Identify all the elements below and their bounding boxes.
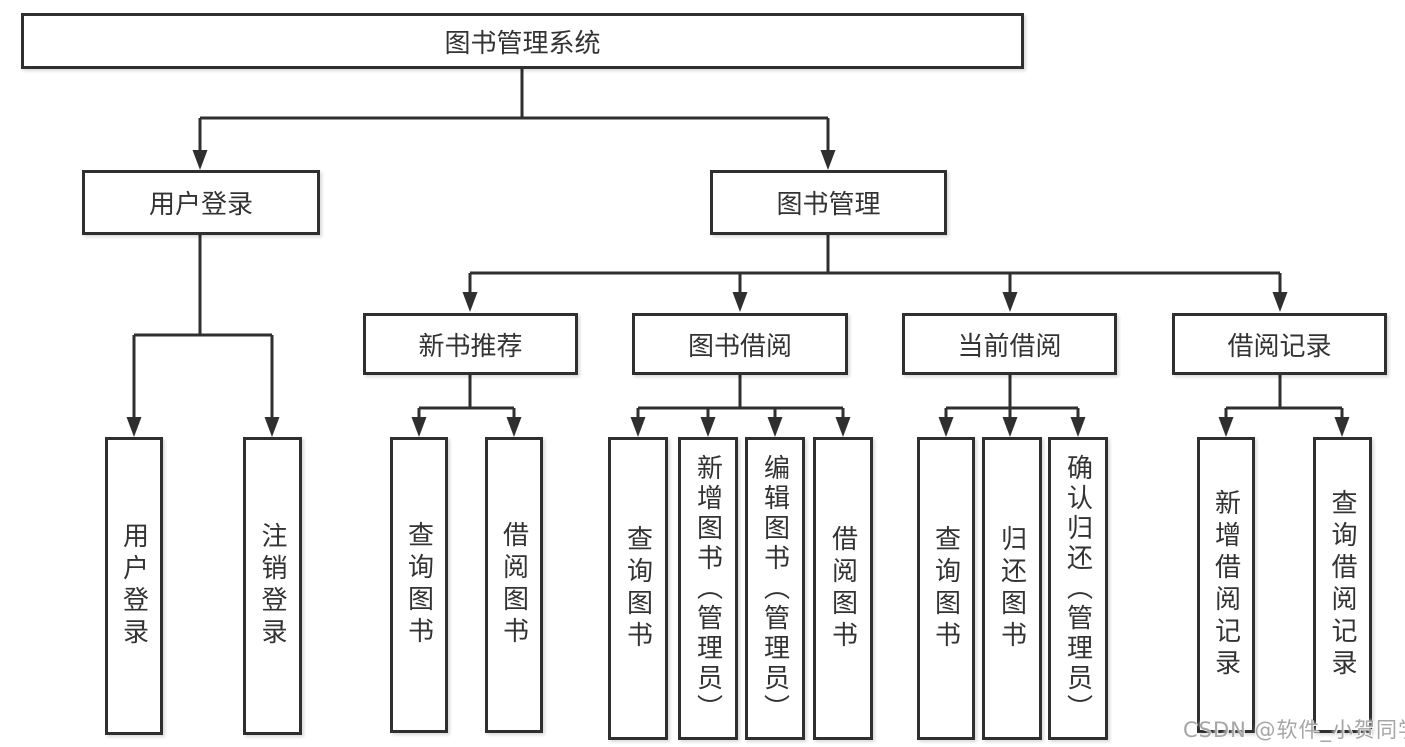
connector-new-book-children [411,375,522,437]
leaf-add-borrow-record-label: 新增借阅记录 [1210,489,1241,681]
leaf-query-borrow-record: 查询借阅记录 [1313,437,1372,733]
leaf-add-borrow-record: 新增借阅记录 [1197,437,1255,733]
connector-user-login-children [126,235,280,437]
node-borrow-records-label: 借阅记录 [1227,331,1332,362]
leaf-borrow-book: 借阅图书 [813,437,873,740]
node-library-system-label: 图书管理系统 [444,28,601,59]
node-current-borrow: 当前借阅 [902,313,1117,375]
node-library-system: 图书管理系统 [21,13,1024,69]
leaf-user-login-label: 用户登录 [118,522,149,650]
leaf-borrow-edit-book: 编辑图书（管理员） [745,437,805,740]
leaf-user-login: 用户登录 [105,437,163,735]
leaf-logout-label: 注销登录 [257,522,287,650]
leaf-borrow-query-label: 查询图书 [622,524,653,653]
leaf-newbook-query-label: 查询图书 [403,521,434,649]
node-book-borrow-label: 图书借阅 [687,331,792,362]
connector-book-mgmt-to-level3 [462,235,1288,312]
node-book-borrow: 图书借阅 [632,313,848,375]
node-user-login-label: 用户登录 [148,190,253,220]
leaf-borrow-query: 查询图书 [608,437,668,740]
leaf-current-query-label: 查询图书 [930,524,961,653]
leaf-borrow-book-label: 借阅图书 [827,524,858,653]
connector-borrow-records-children [1218,375,1350,437]
leaf-confirm-return-label: 确认归还（管理员） [1062,453,1093,724]
leaf-return-book: 归还图书 [982,437,1042,740]
connector-root-to-level2 [192,69,836,170]
node-book-management: 图书管理 [710,170,947,235]
node-book-management-label: 图书管理 [776,190,881,220]
leaf-return-book-label: 归还图书 [996,524,1027,653]
leaf-current-query: 查询图书 [917,437,975,740]
node-new-book-recommend: 新书推荐 [363,313,578,375]
node-current-borrow-label: 当前借阅 [957,331,1062,362]
node-borrow-records: 借阅记录 [1172,313,1387,375]
connector-current-borrow-children [938,375,1086,437]
leaf-newbook-borrow-label: 借阅图书 [498,521,529,649]
leaf-borrow-add-book-label: 新增图书（管理员） [692,453,723,724]
leaf-query-borrow-record-label: 查询借阅记录 [1327,489,1357,681]
leaf-confirm-return: 确认归还（管理员） [1048,437,1108,740]
node-user-login: 用户登录 [82,170,320,235]
csdn-watermark: CSDN @软件_小贺同学 [1183,718,1405,742]
node-new-book-recommend-label: 新书推荐 [418,331,523,362]
connector-book-borrow-children [630,375,851,437]
leaf-borrow-edit-book-label: 编辑图书（管理员） [759,453,790,724]
leaf-logout: 注销登录 [243,437,302,735]
leaf-borrow-add-book: 新增图书（管理员） [678,437,738,740]
leaf-newbook-borrow: 借阅图书 [485,437,543,733]
leaf-newbook-query: 查询图书 [390,437,448,733]
